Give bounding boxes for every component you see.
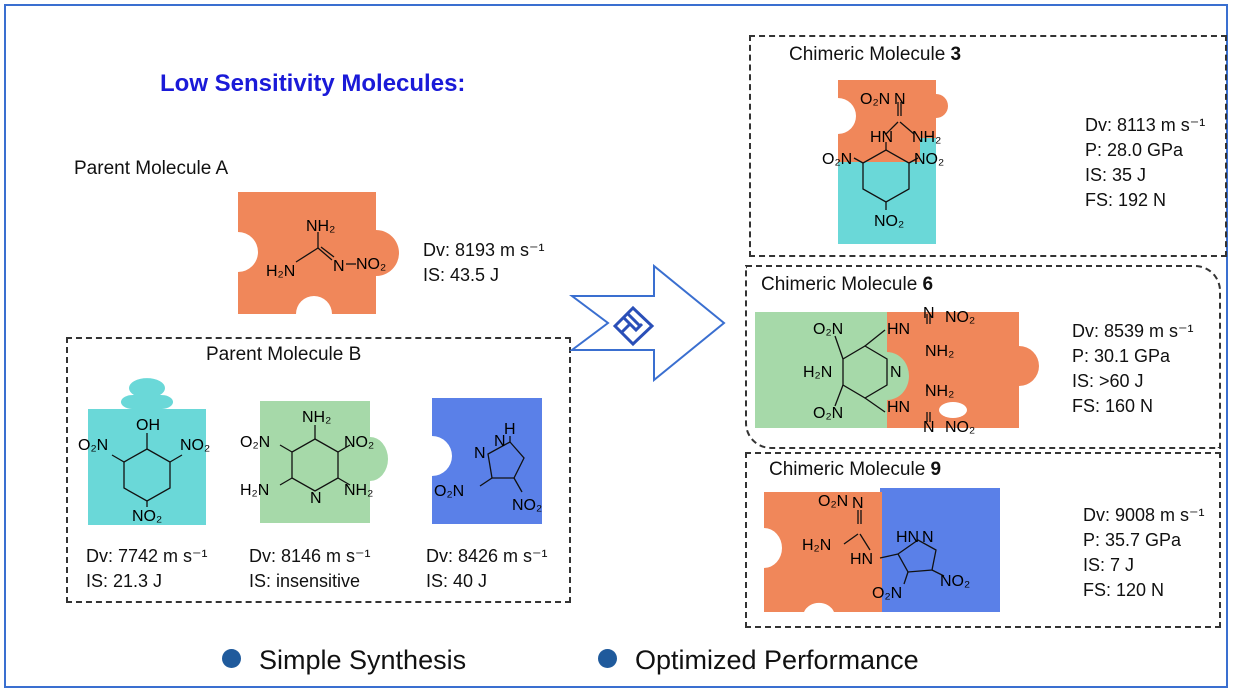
- parent-b-label: Parent Molecule B: [206, 344, 362, 365]
- property-detonation-velocity: Dv: 8539 m s⁻¹: [1072, 321, 1194, 341]
- atom-label: NO₂: [512, 497, 542, 514]
- atom-label: H₂N: [803, 364, 832, 381]
- atom-label: NO₂: [945, 419, 975, 434]
- atom-label: O₂N: [822, 151, 852, 168]
- atom-label: O₂N: [434, 483, 464, 500]
- chimeric-3-properties: Dv: 8113 m s⁻¹ P: 28.0 GPa IS: 35 J FS: …: [1085, 113, 1205, 213]
- chimeric-3-label: Chimeric Molecule 3: [789, 44, 962, 65]
- atom-label: N: [923, 419, 935, 434]
- atom-label: NH₂: [912, 129, 941, 146]
- atom-label: O₂N: [813, 321, 843, 338]
- property-impact-sensitivity: IS: 7 J: [1083, 555, 1135, 575]
- property-impact-sensitivity: IS: 21.3 J: [86, 571, 163, 591]
- bullet-icon: [598, 649, 617, 669]
- footer-item-simple-synthesis: Simple Synthesis: [222, 645, 466, 676]
- atom-label: N: [923, 306, 935, 322]
- atom-label: NO₂: [874, 213, 904, 230]
- property-pressure: P: 30.1 GPa: [1072, 346, 1171, 366]
- property-impact-sensitivity: IS: 35 J: [1085, 165, 1147, 185]
- property-detonation-velocity: Dv: 8146 m s⁻¹: [249, 546, 371, 566]
- atom-label: OH: [136, 417, 160, 434]
- pyrazole-puzzle-piece: H N N O₂N NO₂: [432, 398, 542, 524]
- chimeric-3-puzzle-piece: O₂N N HN NH₂ O₂N NO₂ NO₂: [822, 80, 948, 244]
- bullet-icon: [222, 649, 241, 669]
- footer-label: Optimized Performance: [635, 645, 919, 675]
- property-impact-sensitivity: IS: 43.5 J: [423, 265, 500, 285]
- atom-label: H₂N: [266, 263, 295, 280]
- atom-label: HN: [887, 399, 910, 416]
- atom-label: O₂N: [813, 405, 843, 422]
- atom-label: NO₂: [945, 309, 975, 326]
- section-heading: Low Sensitivity Molecules:: [160, 70, 466, 97]
- chimeric-3-box: [749, 35, 1227, 257]
- picric-acid-properties: Dv: 7742 m s⁻¹ IS: 21.3 J: [86, 544, 208, 594]
- chimeric-9-box: [745, 452, 1221, 628]
- footer-item-optimized-performance: Optimized Performance: [598, 645, 919, 676]
- atom-label: HN: [850, 551, 873, 568]
- atom-label: N: [894, 91, 906, 108]
- chimeric-9-label: Chimeric Molecule 9: [769, 459, 942, 480]
- atom-label: N: [474, 445, 486, 462]
- property-friction-sensitivity: FS: 192 N: [1085, 190, 1167, 210]
- atom-label: NO₂: [344, 434, 374, 451]
- atom-label: N: [333, 258, 345, 275]
- atom-label: NO₂: [132, 508, 162, 525]
- parent-a-label: Parent Molecule A: [74, 158, 229, 179]
- atom-label: NO₂: [940, 573, 970, 590]
- atom-label: NH₂: [302, 409, 331, 426]
- atom-label: H: [504, 421, 516, 438]
- atom-label: H₂N: [802, 537, 831, 554]
- atom-label: NH₂: [925, 343, 954, 360]
- atom-label: N: [310, 490, 322, 507]
- atom-label: NH₂: [925, 383, 954, 400]
- atom-label: N: [890, 364, 902, 381]
- parent-b-box: [66, 337, 571, 603]
- atom-label: NO₂: [180, 437, 210, 454]
- picric-acid-puzzle-piece: OH O₂N NO₂ NO₂: [78, 378, 210, 525]
- property-detonation-velocity: Dv: 8426 m s⁻¹: [426, 546, 548, 566]
- chimeric-6-properties: Dv: 8539 m s⁻¹ P: 30.1 GPa IS: >60 J FS:…: [1072, 319, 1194, 419]
- footer-label: Simple Synthesis: [259, 645, 467, 675]
- atom-label: N: [922, 529, 934, 546]
- atom-label: N: [852, 495, 864, 512]
- property-detonation-velocity: Dv: 9008 m s⁻¹: [1083, 505, 1205, 525]
- pyridine-properties: Dv: 8146 m s⁻¹ IS: insensitive: [249, 544, 371, 594]
- atom-label: O₂N: [818, 493, 848, 510]
- property-pressure: P: 35.7 GPa: [1083, 530, 1182, 550]
- chimeric-6-puzzle-piece: O₂N H₂N O₂N N HN N NO₂ NH₂ HN NH₂ N NO₂: [755, 306, 1039, 434]
- figure-frame: [4, 4, 1228, 688]
- property-impact-sensitivity: IS: insensitive: [249, 571, 361, 591]
- atom-label: O₂N: [860, 91, 890, 108]
- parent-a-properties: Dv: 8193 m s⁻¹ IS: 43.5 J: [423, 238, 545, 288]
- atom-label: NH₂: [306, 218, 335, 235]
- property-detonation-velocity: Dv: 7742 m s⁻¹: [86, 546, 208, 566]
- combine-arrow: [569, 263, 726, 383]
- chimeric-9-puzzle-piece: O₂N N H₂N HN HN N NO₂ O₂N: [764, 488, 1000, 612]
- atom-label: NO₂: [914, 151, 944, 168]
- atom-label: N: [494, 433, 506, 450]
- property-impact-sensitivity: IS: 40 J: [426, 571, 488, 591]
- atom-label: HN: [870, 129, 893, 146]
- atom-label: NH₂: [344, 482, 373, 499]
- pyridine-puzzle-piece: NH₂ O₂N NO₂ H₂N N NH₂: [240, 401, 388, 523]
- atom-label: O₂N: [240, 434, 270, 451]
- pyrazole-properties: Dv: 8426 m s⁻¹ IS: 40 J: [426, 544, 548, 594]
- handshake-icon: [612, 305, 655, 347]
- property-friction-sensitivity: FS: 160 N: [1072, 396, 1154, 416]
- property-detonation-velocity: Dv: 8113 m s⁻¹: [1085, 115, 1206, 135]
- parent-a-puzzle-piece: NH₂ H₂N N NO₂: [238, 192, 399, 314]
- atom-label: H₂N: [240, 482, 269, 499]
- property-impact-sensitivity: IS: >60 J: [1072, 371, 1144, 391]
- chimeric-6-box: [745, 265, 1221, 449]
- atom-label: HN: [896, 529, 919, 546]
- atom-label: O₂N: [78, 437, 108, 454]
- atom-label: O₂N: [872, 585, 902, 602]
- chimeric-9-properties: Dv: 9008 m s⁻¹ P: 35.7 GPa IS: 7 J FS: 1…: [1083, 503, 1205, 603]
- property-pressure: P: 28.0 GPa: [1085, 140, 1184, 160]
- property-detonation-velocity: Dv: 8193 m s⁻¹: [423, 240, 545, 260]
- atom-label: HN: [887, 321, 910, 338]
- atom-label: NO₂: [356, 256, 386, 273]
- chimeric-6-label: Chimeric Molecule 6: [761, 274, 934, 295]
- property-friction-sensitivity: FS: 120 N: [1083, 580, 1165, 600]
